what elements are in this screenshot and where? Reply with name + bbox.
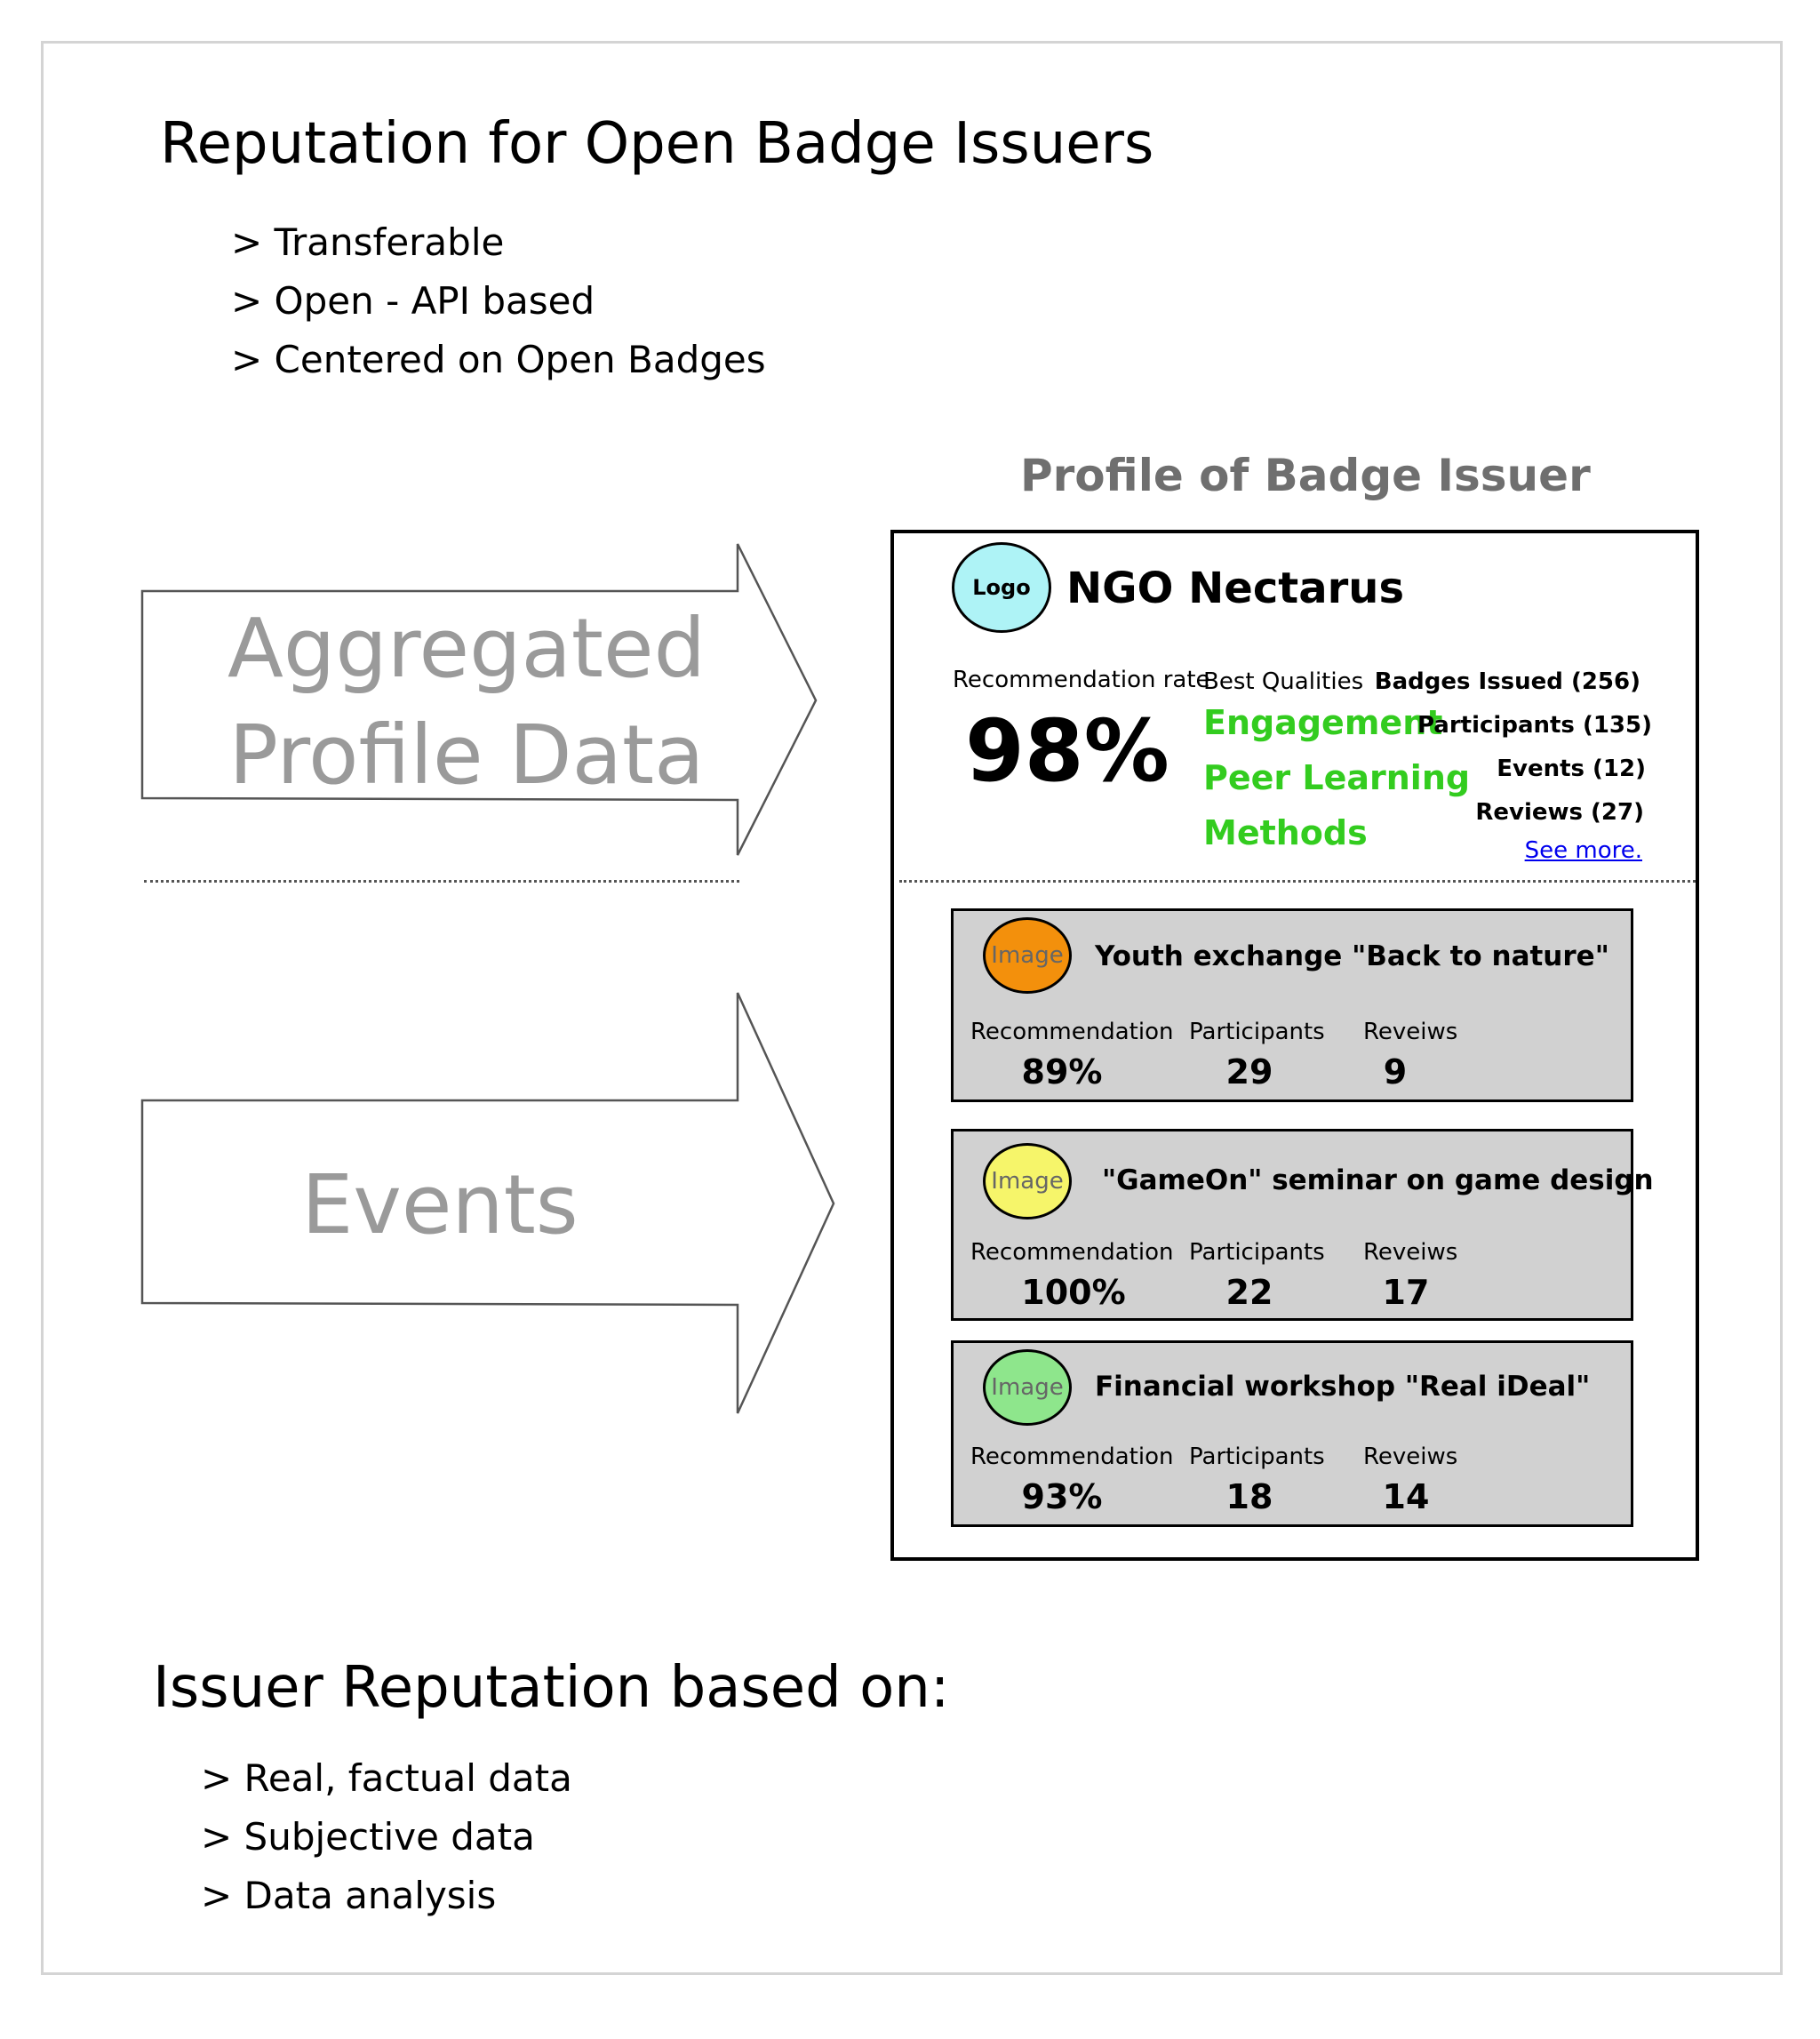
- header-bullet: > Open - API based: [231, 279, 595, 323]
- reputation-basis-bullet: > Subjective data: [201, 1815, 535, 1859]
- reputation-basis-list: > Real, factual data > Subjective data >…: [201, 1749, 572, 1925]
- events-arrow-shape: [140, 992, 835, 1414]
- event-participants-value: 18: [1225, 1477, 1273, 1516]
- profile-divider: [899, 880, 1696, 883]
- event-reviews-label: Reveiws: [1363, 1443, 1458, 1470]
- event-participants-value: 29: [1225, 1052, 1273, 1091]
- reviews-stat: Reviews (27): [1475, 799, 1644, 826]
- header-bullet: > Centered on Open Badges: [231, 338, 766, 381]
- event-title: Youth exchange "Back to nature": [1095, 940, 1609, 972]
- event-reviews-value: 9: [1383, 1052, 1408, 1091]
- event-participants-value: 22: [1225, 1273, 1273, 1312]
- best-qualities-label: Best Qualities: [1203, 668, 1364, 695]
- reputation-basis-bullet: > Data analysis: [201, 1874, 497, 1917]
- event-reviews-value: 17: [1382, 1273, 1430, 1312]
- header-bullet-list: > Transferable > Open - API based > Cent…: [231, 213, 766, 389]
- page-title: Reputation for Open Badge Issuers: [160, 111, 1154, 177]
- event-title: Financial workshop "Real iDeal": [1095, 1371, 1591, 1403]
- event-participants-label: Participants: [1189, 1019, 1325, 1045]
- recommendation-rate-label: Recommendation rate: [953, 667, 1210, 693]
- event-recommendation-label: Recommendation: [970, 1019, 1174, 1045]
- event-reviews-label: Reveiws: [1363, 1239, 1458, 1266]
- logo-placeholder: Logo: [952, 542, 1051, 633]
- event-image-placeholder: Image: [983, 1143, 1072, 1219]
- event-recommendation-value: 93%: [1021, 1477, 1103, 1516]
- see-more-link[interactable]: See more.: [1524, 837, 1642, 864]
- participants-stat: Participants (135): [1417, 712, 1652, 739]
- header-bullet: > Transferable: [231, 220, 505, 264]
- reputation-basis-title: Issuer Reputation based on:: [153, 1655, 950, 1721]
- aggregated-arrow-shape: [140, 543, 818, 856]
- recommendation-rate-value: 98%: [965, 701, 1169, 801]
- aggregated-profile-data-label: Aggregated Profile Data: [228, 601, 706, 803]
- event-participants-label: Participants: [1189, 1239, 1325, 1266]
- event-image-placeholder: Image: [983, 1349, 1072, 1426]
- page-frame: [41, 41, 1783, 1975]
- quality-item: Engagement: [1203, 703, 1443, 742]
- issuer-name: NGO Nectarus: [1066, 564, 1405, 613]
- left-divider: [144, 880, 739, 883]
- events-stat: Events (12): [1497, 756, 1646, 782]
- badges-issued-stat: Badges Issued (256): [1374, 668, 1640, 695]
- reputation-basis-bullet: > Real, factual data: [201, 1756, 572, 1800]
- profile-heading: Profile of Badge Issuer: [1020, 450, 1591, 501]
- event-image-placeholder: Image: [983, 917, 1072, 994]
- event-recommendation-label: Recommendation: [970, 1239, 1174, 1266]
- event-recommendation-label: Recommendation: [970, 1443, 1174, 1470]
- quality-item: Methods: [1203, 813, 1368, 852]
- event-participants-label: Participants: [1189, 1443, 1325, 1470]
- event-recommendation-value: 89%: [1021, 1052, 1103, 1091]
- event-reviews-value: 14: [1382, 1477, 1430, 1516]
- event-title: "GameOn" seminar on game design: [1102, 1164, 1654, 1196]
- events-label: Events: [301, 1157, 579, 1252]
- event-recommendation-value: 100%: [1021, 1273, 1126, 1312]
- quality-item: Peer Learning: [1203, 758, 1471, 797]
- event-reviews-label: Reveiws: [1363, 1019, 1458, 1045]
